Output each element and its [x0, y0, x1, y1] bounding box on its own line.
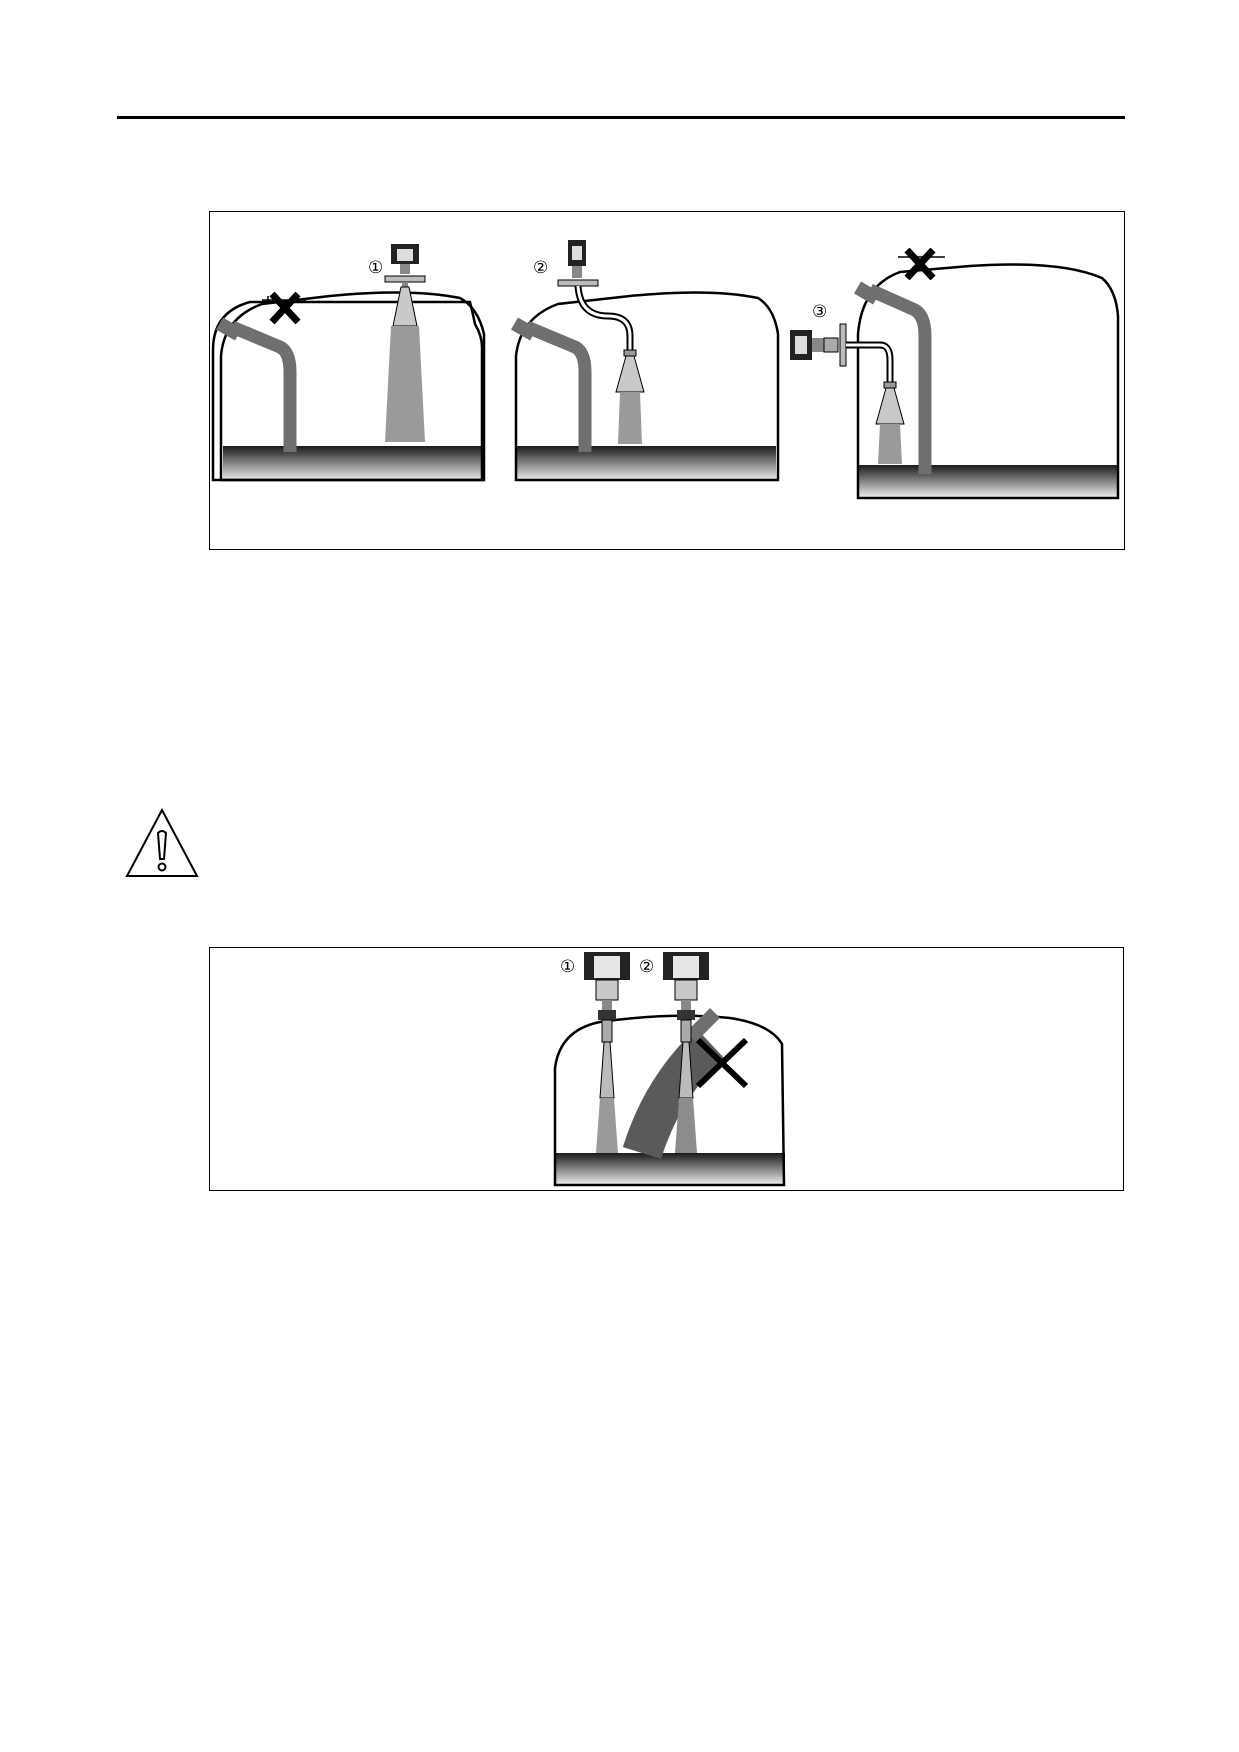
- not-allowed-cross-d: [695, 1037, 749, 1089]
- liquid-d: [556, 1153, 785, 1185]
- tank-a: ①: [211, 244, 486, 482]
- warning-triangle-icon: [125, 807, 199, 877]
- radar-beam-3: [878, 424, 902, 464]
- radar-beam-1: [385, 326, 425, 442]
- callout-d2: ②: [639, 957, 654, 977]
- radar-beam-2: [618, 392, 642, 444]
- radar-beam-d2: [675, 1098, 697, 1153]
- tank-b: ②: [510, 240, 780, 482]
- radar-sensor-2: [557, 240, 645, 444]
- radar-beam-d1: [596, 1098, 618, 1153]
- mounting-figure-2: ① ②: [209, 947, 1124, 1191]
- tank-c: ③: [790, 247, 1120, 500]
- liquid-a: [223, 446, 482, 481]
- mounting-diagram-2: ① ②: [553, 952, 786, 1187]
- callout-1: ①: [368, 258, 383, 278]
- inclined-pipe: [622, 1028, 724, 1160]
- mounting-diagram-1: ① ②: [211, 240, 1120, 500]
- not-allowed-cross-a: [269, 291, 301, 325]
- header-rule: [117, 116, 1125, 119]
- callout-3: ③: [812, 302, 827, 322]
- inlet-pipe-c: [867, 284, 932, 474]
- inlet-pipe-b: [524, 321, 592, 452]
- radar-sensor-1: [384, 244, 426, 442]
- tank-d: ① ②: [553, 952, 786, 1187]
- liquid-b: [517, 446, 776, 481]
- inlet-pipe-a: [229, 321, 297, 452]
- callout-d1: ①: [560, 957, 575, 977]
- liquid-c: [858, 465, 1118, 498]
- radar-sensor-3: [790, 323, 905, 464]
- radar-sensor-d1: [584, 952, 630, 1153]
- callout-2: ②: [533, 258, 548, 278]
- radar-sensor-d2: [663, 952, 709, 1153]
- mounting-figure-1: ① ②: [209, 211, 1125, 550]
- not-allowed-cross-c: [904, 247, 936, 281]
